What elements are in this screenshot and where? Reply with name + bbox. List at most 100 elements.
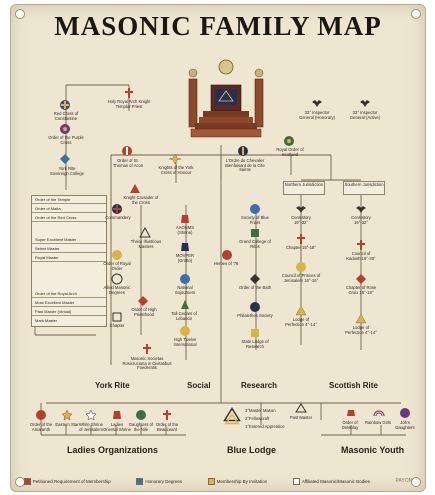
st-thomas-icon <box>122 146 132 156</box>
cross-red-icon <box>125 88 133 98</box>
section-scottish-rite: Scottish Rite <box>329 381 378 390</box>
label-grand-college-rites: Grand College of Rites <box>239 239 271 249</box>
label-thrice-illustrious: Thrice Illustrious Masters <box>130 239 162 249</box>
label-lodge-perfection-south: Lodge of Perfection 4°-14° <box>345 325 377 335</box>
red-cross-emblem-icon <box>60 100 70 110</box>
label-beauceant: Order of the Beauceant <box>155 422 179 432</box>
label-order-bath: Order of the Bath <box>238 285 272 290</box>
council-kadosh-icon <box>357 240 365 250</box>
purple-cross-icon <box>60 124 70 134</box>
stack-row: Select Master <box>32 245 106 253</box>
label-st-thomas: Order of St. Thomas of Acon <box>112 158 144 168</box>
demolay-icon <box>347 410 355 416</box>
state-lodge-research-icon <box>251 329 259 337</box>
stack-row: Mark Master <box>35 318 58 323</box>
grotto-icon <box>181 243 189 251</box>
daughters-nile-icon <box>136 410 146 420</box>
label-consistory-south: Consistory 19°-32° <box>351 215 371 225</box>
tall-cedars-icon <box>181 300 189 309</box>
section-youth: Masonic Youth <box>341 445 405 455</box>
mount-hole-top-right <box>411 9 421 19</box>
allied-degrees-icon <box>111 273 123 285</box>
label-holy-royal-arch: Holy Royal Arch Knight Templar Priest <box>107 99 151 109</box>
legend-item: Honorary Degrees <box>136 477 183 485</box>
lodge-perfection-south-icon <box>355 313 367 324</box>
label-consistory-north: Consistory 19°-32° <box>291 215 311 225</box>
label-chapter-rose-croix-north: Chapter 15°-18° <box>285 245 317 250</box>
section-ladies: Ladies Organizations <box>67 445 159 455</box>
stack-row: Most Excellent Master <box>32 299 106 307</box>
label-commandery: Commandery <box>105 215 131 220</box>
eastern-star-icon <box>61 409 73 421</box>
legend-label: Membership By Invitation <box>216 478 268 484</box>
label-tall-cedars: Tall Cedars of Lebanon <box>171 311 197 321</box>
label-state-lodge-research: State Lodge of Research <box>241 339 269 349</box>
stack-row: Order of Malta <box>32 205 106 213</box>
label-royal-order: Order of Royal Order <box>103 261 131 271</box>
stack-row: Order of the Temple <box>32 196 106 204</box>
label-past-master: Past Master <box>289 415 313 420</box>
section-york-rite: York Rite <box>95 381 130 390</box>
label-ladies-oriental-shrine: Ladies Oriental Shrine <box>103 422 131 432</box>
label-demolay: Order of DeMolay <box>341 420 359 430</box>
label-sgig-honorary: 33° Inspector General (Honorary) <box>298 110 336 120</box>
legend: Petitioned Requirement of Membership Hon… <box>11 476 425 486</box>
order-bath-icon <box>250 274 260 284</box>
label-daughters-nile: Daughters of the Nile <box>129 422 153 432</box>
label-knight-crusader: Knight Crusader of the Cross <box>123 195 159 205</box>
northern-jurisdiction-box: Northern Jurisdiction <box>283 181 325 195</box>
section-research: Research <box>241 381 278 390</box>
stack-row: Order of the Red Cross <box>32 214 106 222</box>
label-philalethes: Philalethes Society <box>237 313 273 318</box>
legend-label: Affiliated Masonic/Masonic Bodies <box>301 478 370 484</box>
label-chapter-rose-croix-south: Chapter of Rose Croix 15°-18° <box>345 285 377 295</box>
metal-sign: MASONIC FAMILY MAP <box>10 4 426 492</box>
commandery-icon <box>112 204 122 214</box>
label-lodge-perfection-north: Lodge of Perfection 4°-14° <box>285 317 317 327</box>
section-social: Social <box>187 381 211 390</box>
label-entered-apprentice: 1°Entered Apprentice <box>245 424 285 429</box>
label-royal-order-scotland: Royal Order of Scotland <box>276 147 304 157</box>
rainbow-girls-icon <box>373 410 385 417</box>
knight-crusader-icon <box>130 184 140 193</box>
high-twelve-icon <box>180 326 190 336</box>
label-red-cross-constantine: Red Cross of Constantine <box>53 111 79 121</box>
chapter-icon <box>112 312 122 322</box>
legend-item: Affiliated Masonic/Masonic Bodies <box>292 477 370 485</box>
label-white-shrine: White Shrine of Jerusalem <box>79 422 103 432</box>
label-york-college: York Rite Sovereign College <box>49 166 85 176</box>
label-amaranth: Order of the Amaranth <box>29 422 53 432</box>
legend-label: Petitioned Requirement of Membership <box>32 478 111 484</box>
label-northern-jurisdiction: Northern Jurisdiction <box>284 182 324 187</box>
chevalier-icon <box>238 146 248 156</box>
philalethes-icon <box>250 302 260 312</box>
label-allied-degrees: Allied Masonic Degrees <box>103 285 131 295</box>
york-college-icon <box>60 154 70 164</box>
page-title: MASONIC FAMILY MAP <box>54 11 382 41</box>
chapter-rose-croix-south-icon <box>356 274 366 284</box>
label-eastern-star: Eastern Star <box>55 422 79 427</box>
beauceant-icon <box>163 410 171 420</box>
council-princes-icon <box>296 262 306 272</box>
amaranth-icon <box>36 410 46 420</box>
legend-swatch <box>207 477 215 485</box>
southern-jurisdiction-box: Southern Jurisdiction <box>343 181 385 195</box>
label-master-mason: 3°Master Mason <box>245 408 276 413</box>
label-york-cross-honour: Knights of the York Cross of Honour <box>158 165 194 175</box>
legend-swatch <box>292 477 300 485</box>
heroes-76-icon <box>222 250 232 260</box>
label-southern-jurisdiction: Southern Jurisdiction <box>344 182 384 187</box>
label-chapter: Chapter <box>109 323 125 328</box>
label-council-princes: Council of Princes of Jerusalem 16°-16° <box>281 273 321 283</box>
royal-order-scotland-icon <box>284 136 294 146</box>
legend-label: Honorary Degrees <box>145 478 183 484</box>
label-shrine: AAONMS (Shrine) <box>175 225 195 235</box>
york-rite-stack: Order of the Temple Order of Malta Order… <box>31 195 107 327</box>
legend-swatch <box>136 477 144 485</box>
legend-swatch <box>23 477 31 485</box>
label-fellowcraft: 2°Fellowcraft <box>245 416 270 421</box>
consistory-north-icon <box>296 206 306 213</box>
section-blue-lodge: Blue Lodge <box>227 445 276 455</box>
shrine-icon <box>181 215 189 223</box>
blue-friars-icon <box>250 204 260 214</box>
